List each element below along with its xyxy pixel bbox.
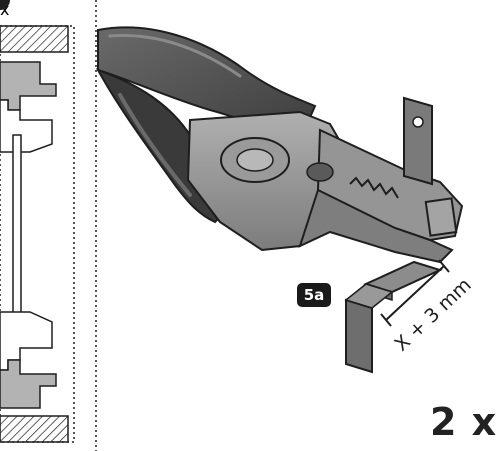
pliers-icon — [95, 26, 464, 264]
frame-section-drawing — [0, 0, 75, 443]
angle-bracket-icon — [344, 96, 443, 374]
step-badge: 5a — [297, 283, 331, 307]
detail-x-label: x — [0, 0, 10, 19]
dimension-line — [380, 259, 450, 327]
quantity-label: 2 x — [430, 400, 498, 444]
